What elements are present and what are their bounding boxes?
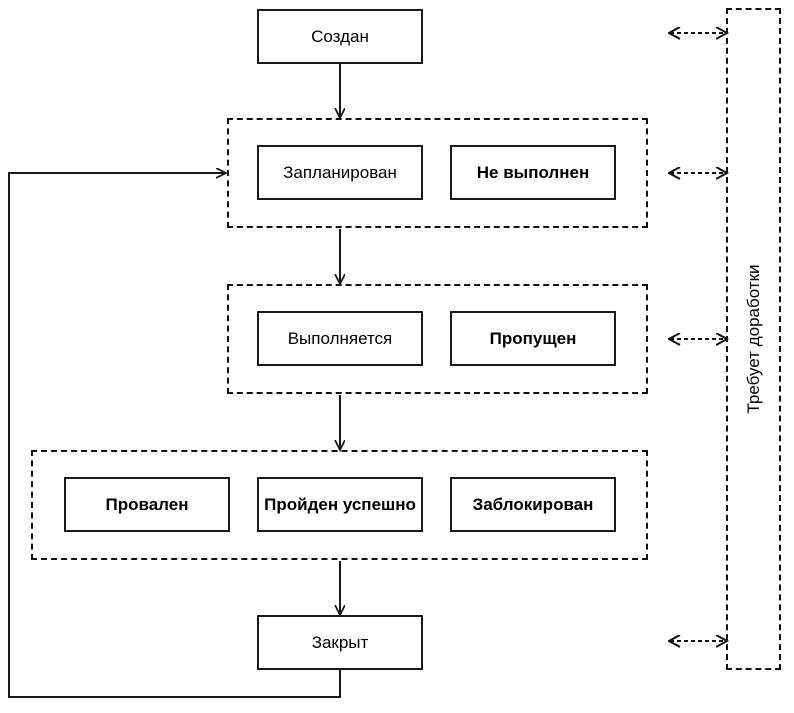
node-passed-label: Пройден успешно [264,494,416,514]
node-failed-label: Провален [105,494,189,514]
node-created-label: Создан [311,26,369,46]
node-in-progress-label: Выполняется [287,328,393,348]
node-planned[interactable]: Запланирован [257,145,423,200]
group-planned [227,118,648,228]
node-closed[interactable]: Закрыт [257,615,423,670]
node-not-executed-label: Не выполнен [476,162,590,182]
rework-label: Требует доработки [744,264,763,414]
node-in-progress[interactable]: Выполняется [257,311,423,366]
node-closed-label: Закрыт [311,632,369,652]
node-passed[interactable]: Пройден успешно [257,477,423,532]
group-in-progress [227,284,648,394]
node-blocked[interactable]: Заблокирован [450,477,616,532]
edge-closed-loop-back [8,173,341,698]
node-created[interactable]: Создан [257,9,423,64]
node-not-executed[interactable]: Не выполнен [450,145,616,200]
node-planned-label: Запланирован [283,162,397,182]
node-skipped[interactable]: Пропущен [450,311,616,366]
node-blocked-label: Заблокирован [472,494,594,514]
node-failed[interactable]: Провален [64,477,230,532]
node-skipped-label: Пропущен [489,328,577,348]
